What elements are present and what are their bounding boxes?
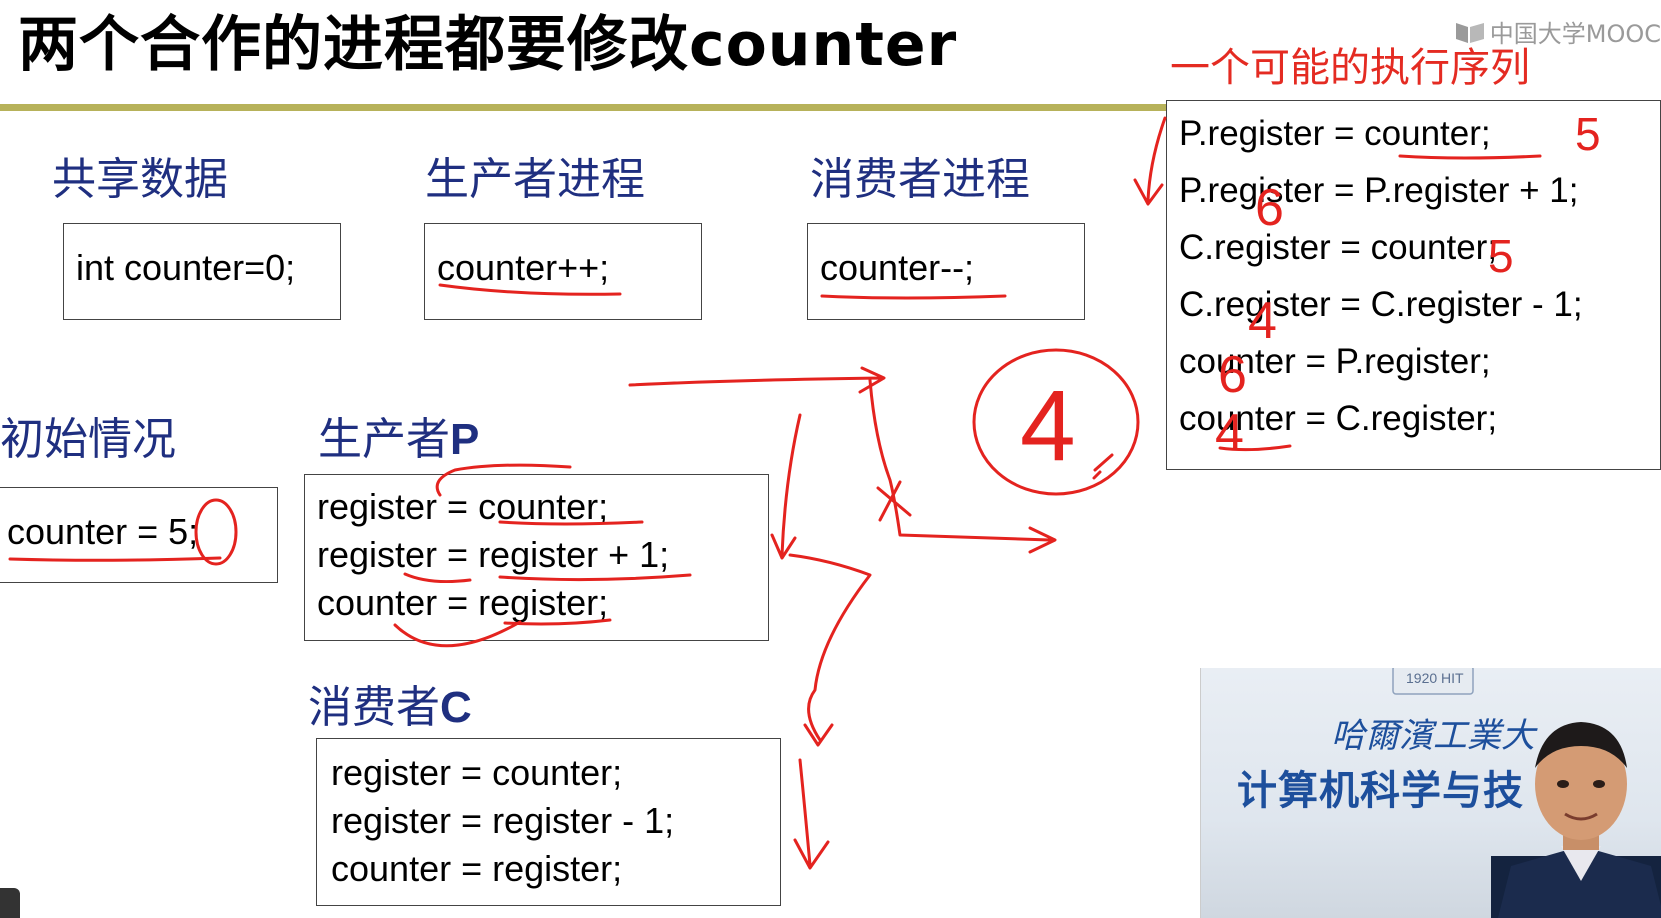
circled-4-text: 4	[1020, 370, 1076, 482]
mooc-logo-icon	[1455, 22, 1484, 43]
consumer-c-box: register = counter; register = register …	[316, 738, 781, 906]
producer-p-line-2: register = register + 1;	[317, 534, 670, 575]
initial-state-heading: 初始情况	[0, 414, 176, 465]
mooc-logo: 中国大学MOOC	[1454, 14, 1661, 49]
slide-title: 两个合作的进程都要修改counter	[18, 10, 958, 80]
mooc-logo-text: 中国大学MOOC	[1489, 20, 1661, 48]
university-emblem-icon	[1392, 668, 1474, 695]
consumer-process-box: counter--;	[807, 223, 1085, 320]
lecturer-avatar	[1491, 722, 1661, 918]
consumer-process-code: counter--;	[820, 247, 975, 288]
sequence-title: 一个可能的执行序列	[1170, 45, 1530, 91]
stroke-vertical	[868, 378, 1057, 554]
sequence-line-5: counter = P.register;	[1179, 342, 1491, 381]
arrow-down-long	[770, 413, 802, 560]
producer-process-box: counter++;	[424, 223, 702, 320]
initial-state-code: counter = 5;	[7, 511, 199, 552]
producer-p-line-3: counter = register;	[317, 582, 609, 623]
corner-control-button[interactable]	[0, 888, 20, 918]
consumer-c-line-1: register = counter;	[331, 752, 623, 793]
consumer-process-heading: 消费者进程	[810, 154, 1030, 205]
consumer-c-line-2: register = register - 1;	[331, 800, 675, 841]
arrow-sequence-down	[1133, 116, 1167, 206]
title-divider	[0, 104, 1168, 111]
circled-4-ring	[972, 348, 1140, 496]
producer-process-code: counter++;	[437, 247, 610, 288]
producer-p-heading-letter: P	[450, 415, 480, 464]
pen-cursor-icon	[1092, 453, 1114, 480]
consumer-c-heading-cn: 消费者	[308, 682, 440, 733]
sequence-box: P.register = counter; P.register = P.reg…	[1166, 100, 1661, 470]
stroke-cross	[876, 480, 912, 522]
sequence-line-2: P.register = P.register + 1;	[1179, 171, 1579, 210]
sequence-line-6: counter = C.register;	[1179, 399, 1498, 438]
producer-p-line-1: register = counter;	[317, 486, 609, 527]
sequence-line-3: C.register = counter;	[1179, 228, 1498, 267]
department-name: 计算机科学与技 院	[1237, 768, 1580, 814]
consumer-c-heading: 消费者C	[308, 686, 472, 730]
arrow-bottom	[793, 758, 830, 870]
producer-process-heading: 生产者进程	[425, 154, 645, 205]
lecturer-video: 1920 HIT 哈爾濱工業大 计算机科学与技 院	[1200, 668, 1661, 918]
university-emblem-text: 1920 HIT	[1406, 670, 1464, 686]
arrow-top	[628, 366, 886, 394]
shared-data-heading: 共享数据	[52, 154, 228, 205]
producer-p-heading: 生产者P	[318, 418, 479, 462]
sequence-line-4: C.register = C.register - 1;	[1179, 285, 1583, 324]
consumer-c-heading-letter: C	[440, 683, 472, 732]
sequence-line-1: P.register = counter;	[1179, 114, 1491, 153]
producer-p-box: register = counter; register = register …	[304, 474, 769, 641]
shared-data-box: int counter=0;	[63, 223, 341, 320]
shared-data-code: int counter=0;	[76, 247, 296, 288]
consumer-c-line-3: counter = register;	[331, 848, 623, 889]
arrow-zigzag	[788, 553, 872, 747]
producer-p-heading-cn: 生产者	[318, 414, 450, 465]
initial-state-box: counter = 5;	[0, 487, 278, 583]
university-name: 哈爾濱工業大	[1331, 716, 1535, 756]
